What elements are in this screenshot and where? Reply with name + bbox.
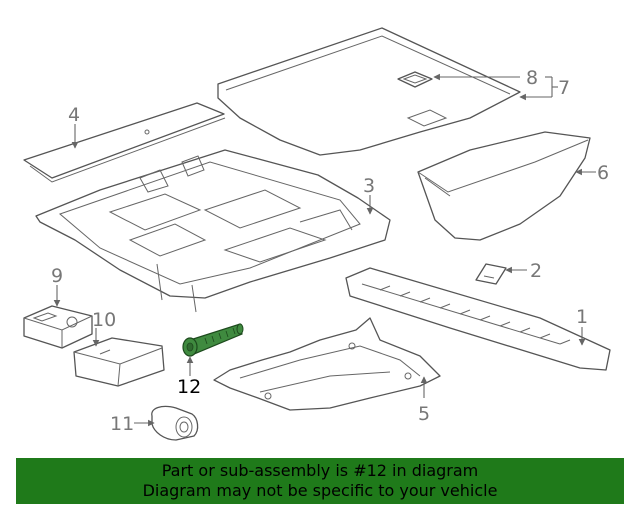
load-floor-panel — [217, 27, 521, 156]
sealant-canister — [151, 405, 199, 441]
banner-line-1: Part or sub-assembly is #12 in diagram — [161, 461, 479, 480]
info-banner: Part or sub-assembly is #12 in diagram D… — [16, 458, 624, 504]
banner-line-2: Diagram may not be specific to your vehi… — [142, 481, 498, 500]
callout-2: 2 — [530, 260, 542, 282]
floor-panel-handle — [397, 71, 433, 88]
callout-11: 11 — [110, 413, 134, 435]
bolt-highlighted — [182, 323, 244, 357]
tire-inflator-compressor — [23, 305, 93, 349]
sill-plate — [345, 267, 611, 371]
callout-6: 6 — [597, 162, 609, 184]
callout-1: 1 — [576, 306, 588, 328]
callout-5: 5 — [418, 403, 430, 425]
storage-bin — [417, 131, 591, 241]
callout-12: 12 — [177, 376, 201, 398]
callout-7: 7 — [558, 77, 570, 99]
callout-4: 4 — [68, 104, 80, 126]
storage-tray — [35, 149, 391, 313]
callout-10: 10 — [92, 309, 116, 331]
floor-bracket-panel — [213, 317, 441, 411]
callout-9: 9 — [51, 265, 63, 287]
foam-storage-block — [73, 337, 165, 387]
clip — [475, 263, 507, 285]
callout-3: 3 — [363, 175, 375, 197]
leader-lines — [53, 73, 596, 427]
callout-8: 8 — [526, 67, 538, 89]
cover-panel — [23, 102, 226, 183]
